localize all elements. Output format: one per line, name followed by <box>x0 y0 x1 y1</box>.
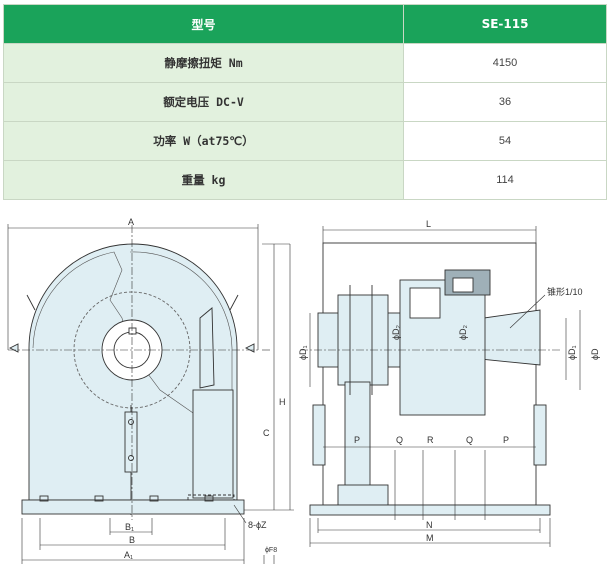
side-view <box>300 242 560 516</box>
front-view <box>8 225 258 520</box>
row-label-voltage: 额定电压 DC-V <box>3 82 404 122</box>
dim-B: B <box>129 535 135 545</box>
dim-H: H <box>279 397 286 407</box>
row-label-torque: 静摩擦扭矩 Nm <box>3 43 404 83</box>
dim-Z: 8-ϕZ <box>248 520 267 530</box>
side-dimension-labels: L P Q R Q P N M 锥形1/10 ϕD ϕD₁ ϕD₁ ϕD₂ ϕD… <box>298 219 600 543</box>
dim-C: C <box>263 428 270 438</box>
row-value-voltage: 36 <box>403 82 607 122</box>
technical-drawing: A H C B₁ B A₁ 8-ϕZ ϕF8 <box>7 217 600 564</box>
spec-table: 型号 SE-115 静摩擦扭矩 Nm 4150 额定电压 DC-V 36 功率 … <box>3 4 607 200</box>
header-model: 型号 <box>3 4 404 44</box>
dim-D1-right: ϕD₁ <box>567 345 577 360</box>
header-model-value: SE-115 <box>403 4 607 44</box>
dim-R: R <box>427 435 434 445</box>
table-row: 功率 W（at75℃） 54 <box>3 121 607 161</box>
row-label-weight: 重量 kg <box>3 160 404 200</box>
dim-Q-left: Q <box>396 435 403 445</box>
table-row: 静摩擦扭矩 Nm 4150 <box>3 43 607 83</box>
side-dimensions <box>309 226 581 547</box>
dim-F: ϕF8 <box>265 547 277 554</box>
dim-Q-right: Q <box>466 435 473 445</box>
table-header-row: 型号 SE-115 <box>3 4 607 44</box>
dim-D: ϕD <box>590 348 600 360</box>
row-value-torque: 4150 <box>403 43 607 83</box>
dim-D2-right: ϕD₂ <box>458 324 468 340</box>
taper-label: 锥形1/10 <box>547 286 583 297</box>
row-value-weight: 114 <box>403 160 607 200</box>
dim-A1: A₁ <box>124 550 133 560</box>
dim-A: A <box>128 217 134 227</box>
table-row: 重量 kg 114 <box>3 160 607 200</box>
dim-P-left: P <box>354 435 360 445</box>
dim-L: L <box>426 219 431 229</box>
front-dimension-labels: A H C B₁ B A₁ 8-ϕZ ϕF8 <box>124 217 286 560</box>
dim-M: M <box>426 533 434 543</box>
table-row: 额定电压 DC-V 36 <box>3 82 607 122</box>
dim-B1: B₁ <box>125 522 134 532</box>
dim-P-right: P <box>503 435 509 445</box>
dim-D2-left: ϕD₂ <box>391 324 401 340</box>
row-label-power: 功率 W（at75℃） <box>3 121 404 161</box>
dim-N: N <box>426 520 433 530</box>
dim-D1-left: ϕD₁ <box>298 345 308 360</box>
row-value-power: 54 <box>403 121 607 161</box>
front-dimensions <box>7 224 294 564</box>
